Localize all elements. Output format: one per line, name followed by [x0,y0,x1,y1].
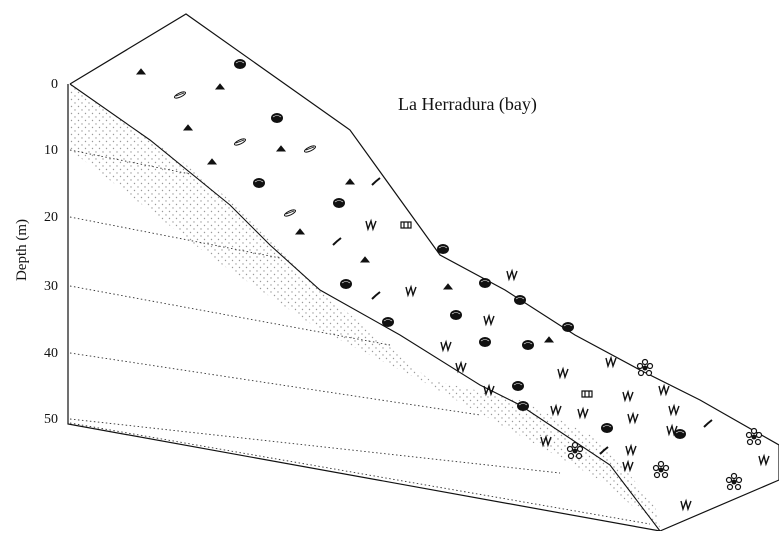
seaweed-icon [557,366,569,380]
worm-tube-icon [371,291,381,300]
gastropod-icon [294,228,306,235]
seaweed-icon [680,498,692,512]
seaweed-icon [440,339,452,353]
sea-urchin-icon [333,198,345,208]
depth-tick-label: 50 [44,412,58,427]
sea-urchin-icon [382,317,394,327]
sea-urchin-icon [450,310,462,320]
seaweed-icon [622,459,634,473]
sea-urchin-icon [340,279,352,289]
depth-axis-title: Depth (m) [14,219,30,281]
worm-tube-icon [599,446,609,455]
sea-urchin-icon [562,322,574,332]
seaweed-icon [550,403,562,417]
seaweed-icon [506,268,518,282]
gastropod-icon [214,83,226,90]
gastropod-icon [206,158,218,165]
gastropod-icon [135,68,147,75]
depth-line-40 [69,352,481,416]
seaweed-icon [483,313,495,327]
sea-urchin-icon [512,381,524,391]
depth-line-10 [69,149,191,175]
gastropod-icon [275,145,287,152]
sea-urchin-icon [674,429,686,439]
seaweed-icon [455,360,467,374]
sea-star-icon [745,427,763,446]
sea-urchin-icon [514,295,526,305]
sea-urchin-icon [253,178,265,188]
worm-tube-icon [703,419,713,428]
gastropod-icon [543,336,555,343]
gastropod-icon [182,124,194,131]
sea-urchin-icon [234,59,246,69]
sea-star-icon [566,441,584,460]
sea-urchin-icon [271,113,283,123]
seabed-profile-line [69,83,661,532]
depth-line-50 [69,418,561,474]
gastropod-icon [344,178,356,185]
sea-urchin-icon [517,401,529,411]
block-outline [67,13,779,532]
depth-tick-label: 40 [44,346,58,361]
gastropod-icon [359,256,371,263]
organism-icons [135,59,770,512]
worm-tube-icon [332,237,342,246]
seaweed-icon [540,434,552,448]
bivalve-shell-icon [233,138,247,146]
seaweed-icon [577,406,589,420]
gastropod-icon [442,283,454,290]
sponge-icon [400,221,412,229]
depth-tick-label: 10 [44,143,58,158]
sea-star-icon [652,460,670,479]
seaweed-icon [483,383,495,397]
sea-urchin-icon [479,278,491,288]
sponge-icon [581,390,593,398]
sea-urchin-icon [437,244,449,254]
sea-urchin-icon [522,340,534,350]
seaweed-icon [365,218,377,232]
seaweed-icon [627,411,639,425]
seaweed-icon [625,443,637,457]
bivalve-shell-icon [173,91,187,99]
seaweed-icon [658,383,670,397]
depth-tick-label: 20 [44,210,58,225]
seaweed-icon [668,403,680,417]
seaweed-icon [405,284,417,298]
sea-star-icon [636,358,654,377]
worm-tube-icon [371,177,381,186]
depth-guide-lines [69,149,651,525]
bivalve-shell-icon [283,209,297,217]
bivalve-shell-icon [303,145,317,153]
seaweed-icon [758,453,770,467]
sea-urchin-icon [601,423,613,433]
seaweed-icon [605,355,617,369]
depth-tick-label: 30 [44,279,58,294]
sea-star-icon [725,472,743,491]
depth-tick-label: 0 [51,77,58,92]
seaweed-icon [622,389,634,403]
depth-axis: 0 10 20 30 40 50 Depth (m) [14,77,58,427]
diagram-title: La Herradura (bay) [398,94,537,115]
sea-urchin-icon [479,337,491,347]
